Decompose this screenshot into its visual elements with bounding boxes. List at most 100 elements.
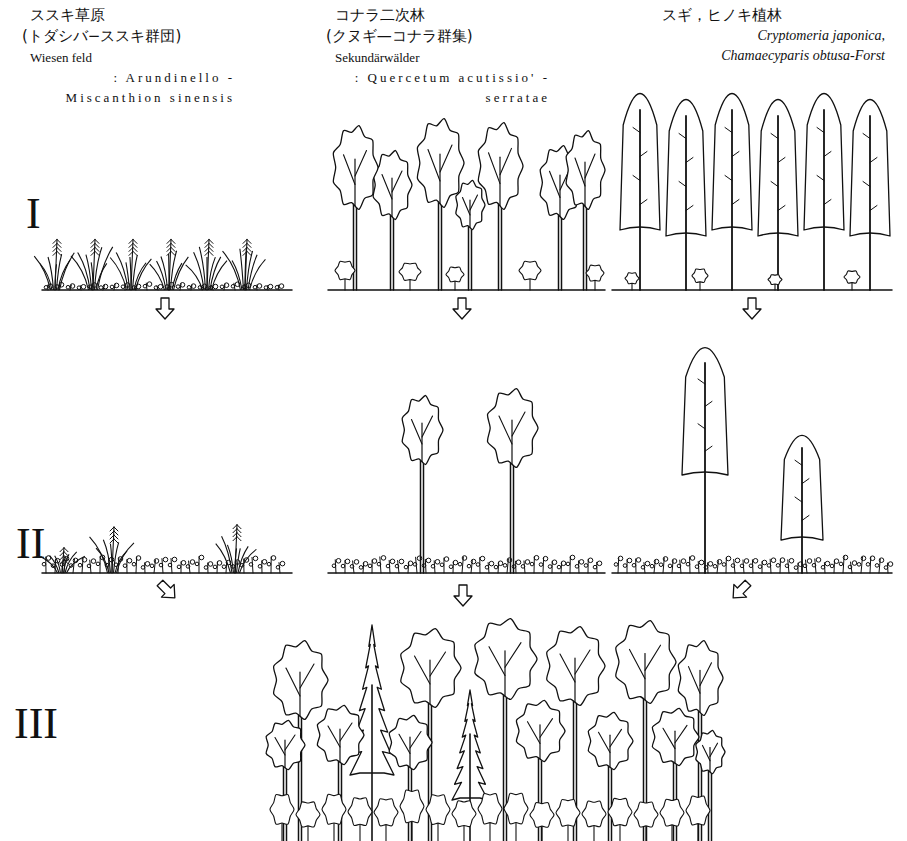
herb-leaf [579,560,584,565]
herb-leaf [110,285,114,289]
shrub [608,798,632,841]
herb-layer [332,555,602,573]
grass-plume [233,525,237,529]
herb-leaf [154,559,159,564]
herb-leaf [249,563,253,567]
herb-leaf [109,557,114,562]
grass-plume [95,239,99,243]
grass-plume [205,243,209,247]
grass-plume [171,239,175,243]
grass-plume [209,251,213,255]
tree-branch [275,738,285,756]
herb-leaf [875,564,879,568]
tree-branch [328,726,340,747]
ground-line [612,289,892,291]
herb-leaf [641,565,645,569]
shrub-crown [270,794,294,824]
cedar-branch [732,200,739,205]
herb-leaf [503,564,507,568]
grass-blade [48,257,53,290]
herb-leaf [78,563,82,567]
tree-branch [499,416,512,444]
cedar-branch [795,497,802,502]
tree-branch [300,664,314,688]
grass-plume [133,243,137,247]
grass-plume [247,239,251,243]
tree-crown [478,123,523,210]
herb-leaf [422,564,426,568]
shrub [452,801,476,841]
herb-leaf [132,562,136,566]
tree-trunk [801,448,803,573]
herb-leaf [114,563,118,567]
cedar-branch [698,424,705,429]
syntaxon-name: : Arundinello -Miscanthion sinensis [55,68,235,108]
tree-crown [616,621,676,704]
grass-plume [53,251,57,255]
grass-plume [129,239,133,243]
shrub [692,269,708,290]
tree-branch [500,148,512,174]
herb-leaf [785,564,789,568]
herb-leaf [165,285,169,289]
cedar-branch [870,158,877,163]
cedar-branch [863,134,870,139]
cedar-branch [705,401,712,406]
cedar-branch [686,158,693,163]
herb-leaf [81,284,86,289]
grass-plume [129,247,133,251]
herb-leaf [731,564,735,568]
herb-leaf [103,284,108,289]
tree-crown [373,151,412,220]
succession-arrow [156,298,174,319]
herb-leaf [744,559,749,564]
shrub-crown [399,263,421,280]
tree-trunk [869,116,871,290]
grass-blade [210,257,221,290]
shrub-crown [400,790,424,823]
grass-plume [57,247,61,251]
grass-plume [171,243,175,247]
herb-leaf [462,556,467,561]
shrub [478,794,502,841]
grass-plume [114,535,118,539]
grass-blade [96,263,107,290]
tree-branch [599,732,611,752]
shrub-crown [504,793,528,824]
tree-branch [463,198,471,216]
shrub-crown [426,795,450,825]
herb-leaf [803,564,807,568]
herb-leaf [88,285,92,289]
grass-plume [53,243,57,247]
herb-leaf [740,564,744,568]
herb-leaf [498,561,503,566]
cedar-branch [824,200,831,205]
cedar-tree [620,94,660,291]
grass-plume [167,243,171,247]
herb-leaf [268,284,273,289]
shrub-crown [478,794,502,825]
herb-leaf [884,566,888,570]
shrub-crown [586,265,604,281]
column-heading: ススキ草原 [30,6,105,25]
tree-branch [392,171,402,192]
herb-leaf [650,564,654,568]
shrub [322,794,346,841]
cedar-branch [633,176,640,181]
herb-leaf [408,561,413,566]
broadleaf-tree [566,131,605,290]
grass-plume [60,556,64,560]
grass-plume [114,531,118,535]
grass-plume [60,552,64,556]
herb-leaf [257,284,262,289]
stage-numeral: I [26,190,41,238]
grass-plume [57,251,61,255]
grass-plume [171,251,175,255]
tree-crown [516,700,565,761]
herb-leaf [359,566,363,570]
herb-leaf [690,556,695,561]
herb-leaf [557,565,561,569]
stage-numeral: II [16,520,45,568]
herb-leaf [807,559,812,564]
